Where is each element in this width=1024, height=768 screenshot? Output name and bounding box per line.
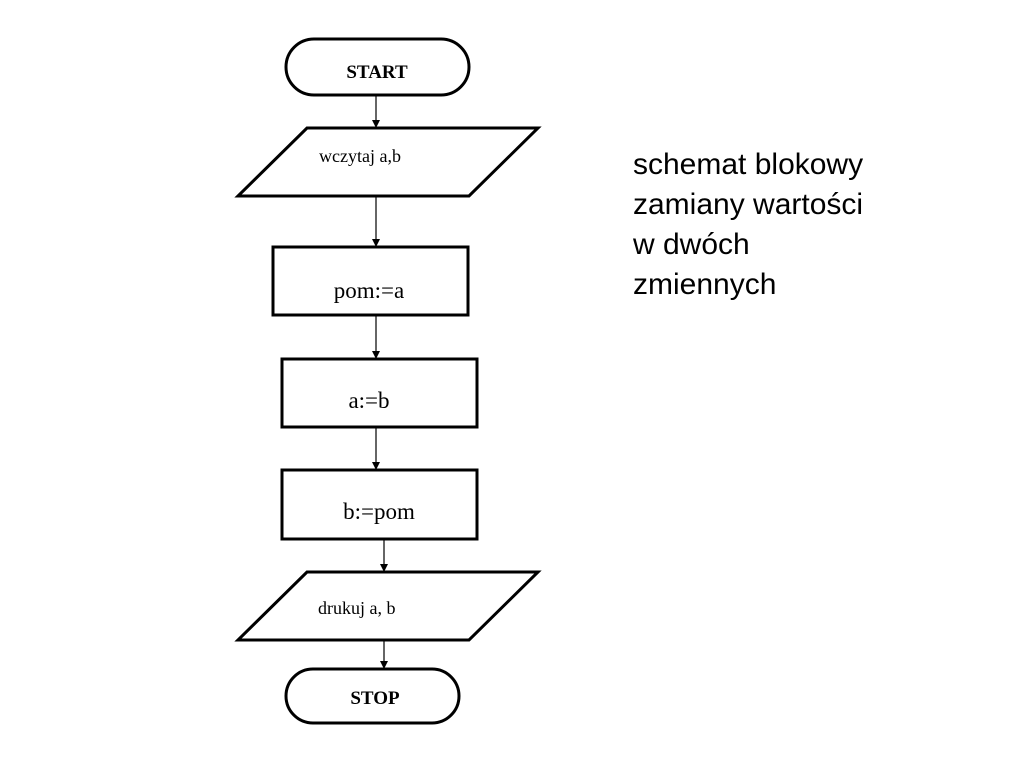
stop-terminal-shape (284, 667, 461, 725)
arrowhead-output-to-stop (380, 661, 388, 669)
input-parallelogram-shape (234, 126, 542, 198)
arrowhead-start-to-input (372, 120, 380, 128)
connectors (372, 96, 388, 669)
start-terminal-shape (284, 37, 471, 97)
caption-line-4: zmiennych (633, 268, 777, 301)
input-node: wczytaj a,b (234, 126, 542, 198)
caption-line-1: schemat blokowy (633, 148, 864, 181)
arrowhead-a-to-b (372, 462, 380, 470)
output-label: drukuj a, b (318, 598, 395, 618)
arrowhead-input-to-pom (372, 239, 380, 247)
process-node-b: b:=pom (280, 468, 479, 541)
diagram-caption: schemat blokowy zamiany wartości w dwóch… (633, 145, 863, 305)
process-box-pom (271, 245, 470, 317)
process-label-b: b:=pom (343, 499, 415, 524)
caption-line-2: zamiany wartości (633, 188, 864, 221)
caption-line-3: w dwóch (633, 228, 750, 261)
process-label-a: a:=b (348, 388, 389, 413)
input-label: wczytaj a,b (319, 146, 401, 166)
process-node-a: a:=b (280, 357, 479, 429)
arrowhead-b-to-output (380, 564, 388, 572)
stop-node: STOP (284, 667, 461, 725)
process-box-b (280, 468, 479, 541)
stop-label: STOP (350, 688, 400, 709)
start-label: START (346, 62, 408, 83)
process-box-a (280, 357, 479, 429)
process-node-pom: pom:=a (271, 245, 470, 317)
output-parallelogram-shape (234, 570, 542, 642)
arrowhead-pom-to-a (372, 351, 380, 359)
start-node: START (284, 37, 471, 97)
output-node: drukuj a, b (234, 570, 542, 642)
process-label-pom: pom:=a (334, 278, 404, 303)
